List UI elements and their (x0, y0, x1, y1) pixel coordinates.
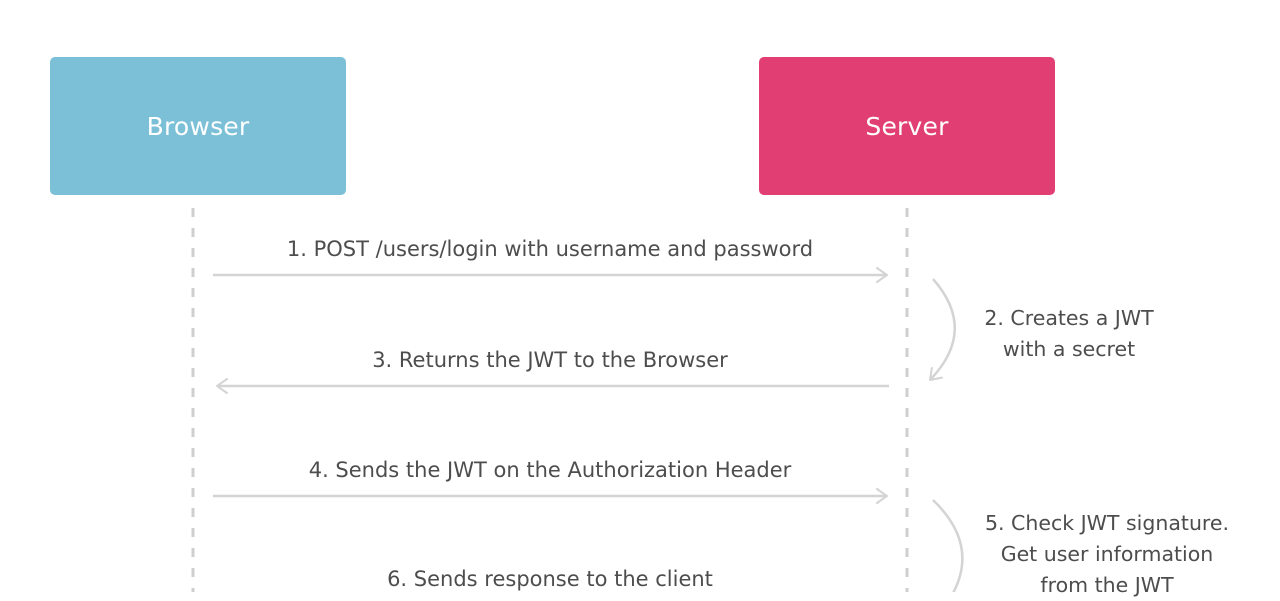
step-5-line-2: Get user information (1000, 542, 1214, 566)
arrow-step-5-self (932, 499, 964, 592)
server-label: Server (865, 111, 949, 141)
step-3-label: 3. Returns the JWT to the Browser (372, 348, 728, 372)
step-4-label: 4. Sends the JWT on the Authorization He… (308, 458, 792, 482)
step-2-note: 2. Creates a JWT with a secret (984, 303, 1153, 365)
step-2-line-2: with a secret (1002, 337, 1136, 361)
step-6-label: 6. Sends response to the client (387, 567, 713, 591)
step-1-label: 1. POST /users/login with username and p… (286, 237, 814, 261)
browser-actor-box: Browser (50, 57, 346, 195)
step-2-line-1: 2. Creates a JWT (984, 306, 1154, 330)
server-actor-box: Server (759, 57, 1055, 195)
step-5-line-1: 5. Check JWT signature. (984, 511, 1230, 535)
step-5-note: 5. Check JWT signature. Get user informa… (985, 508, 1229, 601)
browser-label: Browser (146, 111, 250, 141)
arrow-step-2-self (930, 278, 956, 380)
step-5-line-3: from the JWT (1040, 573, 1174, 597)
